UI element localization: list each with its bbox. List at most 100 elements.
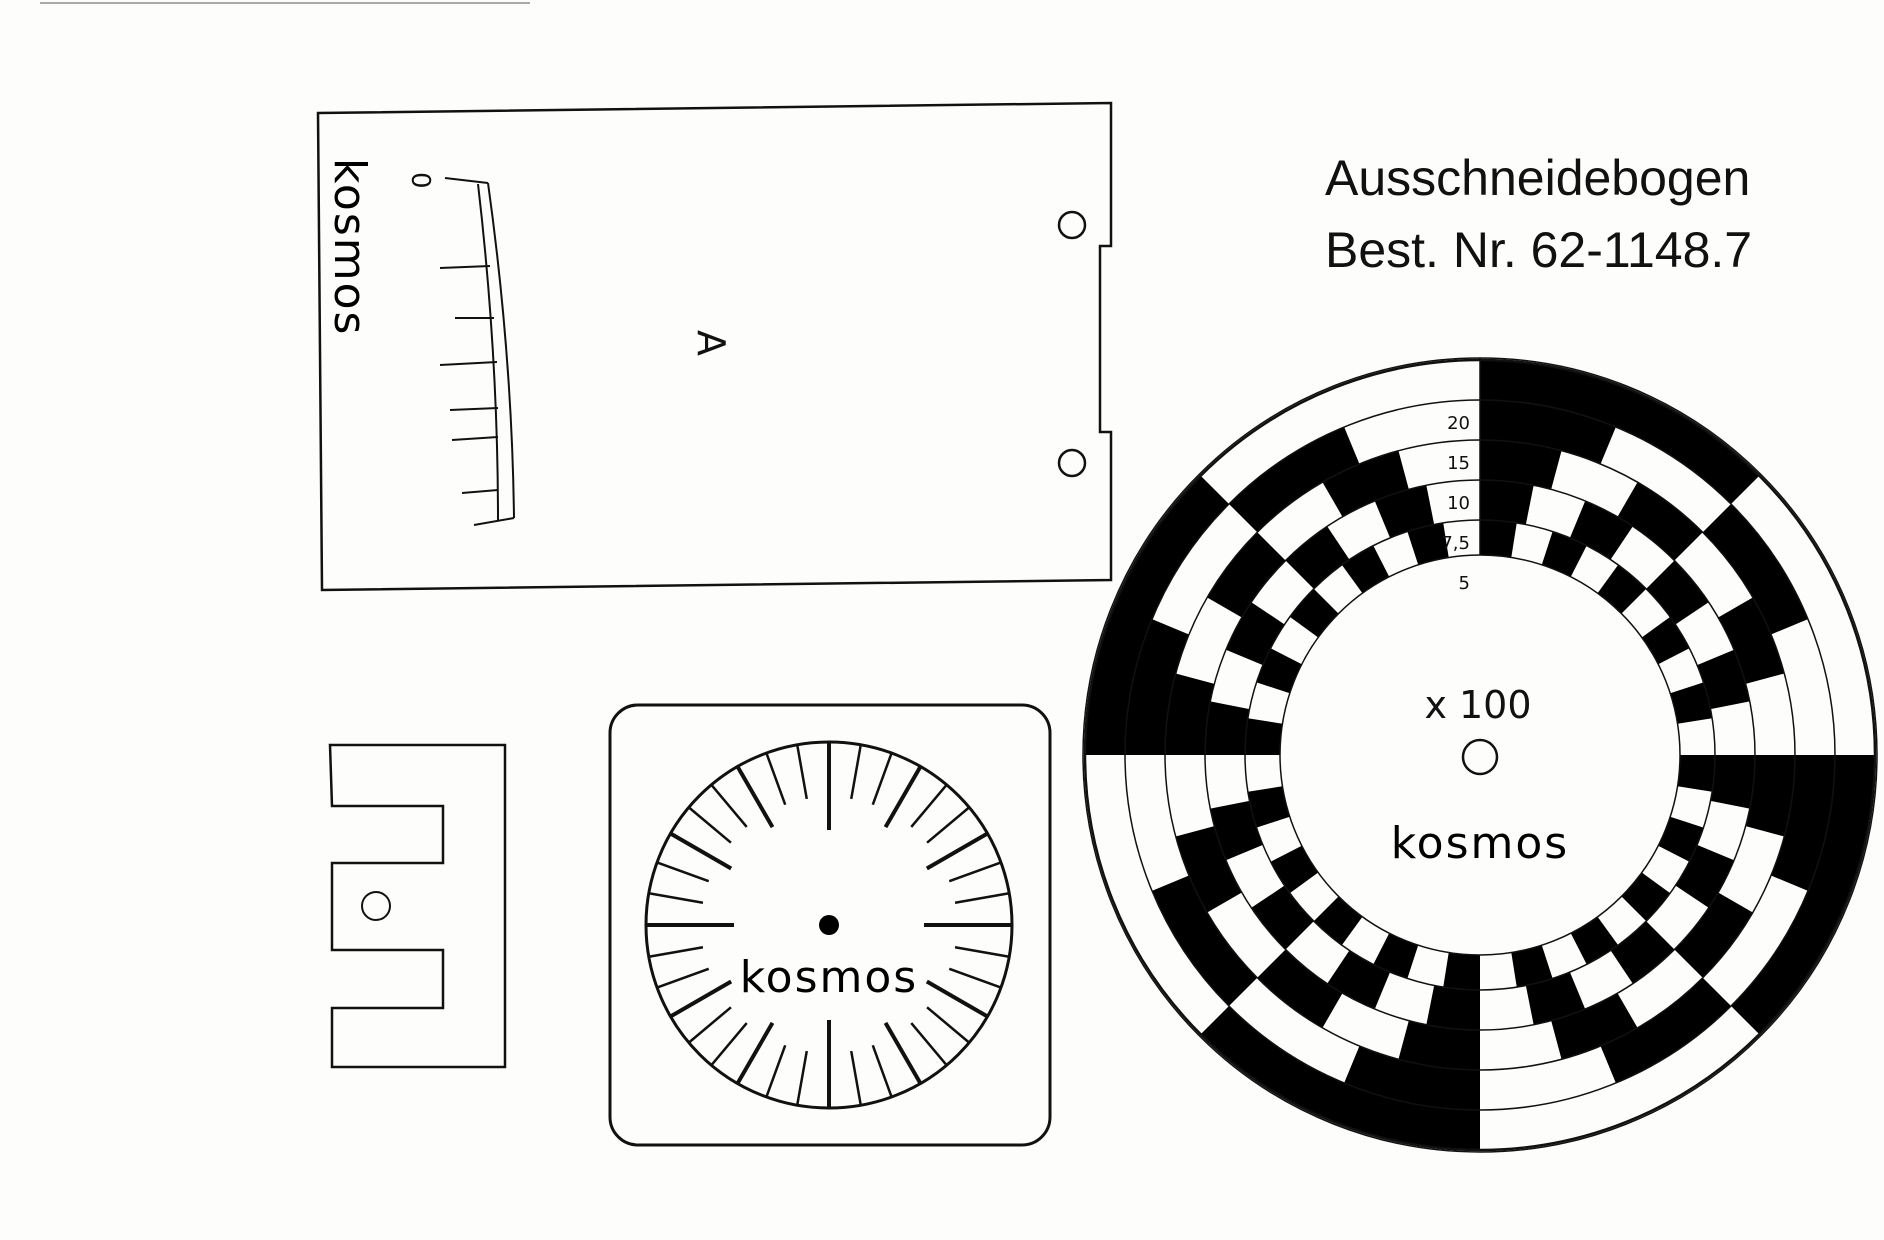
mount-hole-bottom xyxy=(1057,448,1087,478)
disc-rings xyxy=(1082,357,1878,1153)
ring-label-5: 5 xyxy=(1459,573,1470,594)
dial-tick xyxy=(883,765,923,829)
disc-band-2-segment xyxy=(1674,892,1753,978)
scale-arc-outer xyxy=(487,182,515,519)
dial-tick xyxy=(669,979,733,1019)
disc-band-3-segment xyxy=(1374,485,1435,538)
disc-band-2-segment xyxy=(1322,450,1409,517)
dial-tick xyxy=(871,752,893,806)
disc-band-1-segment xyxy=(1344,1046,1480,1110)
disc-ring xyxy=(1279,554,1681,956)
dial-tick xyxy=(765,752,787,806)
dial-tick xyxy=(710,1022,748,1066)
ammeter-unit-label: A xyxy=(689,330,733,356)
title-line-2: Best. Nr. 62-1148.7 xyxy=(1325,222,1752,278)
dial-tick xyxy=(648,891,704,905)
dial-tick xyxy=(669,831,733,871)
disc-band-2-segment xyxy=(1617,482,1703,561)
sheet-title: Ausschneidebogen Best. Nr. 62-1148.7 xyxy=(1325,150,1752,278)
disc-band-1-segment xyxy=(1771,755,1835,891)
disc-band-3-segment xyxy=(1646,560,1709,625)
dial-tick xyxy=(795,744,809,800)
dial-tick xyxy=(948,967,1002,989)
disc-band-3-segment xyxy=(1697,649,1750,710)
disc-band-4-segment xyxy=(1289,588,1339,638)
ammeter-zero-label: 0 xyxy=(405,172,435,189)
ring-label-10: 10 xyxy=(1447,493,1470,514)
disc-brand: kosmos xyxy=(1391,818,1569,869)
mount-hole-top xyxy=(1057,210,1087,240)
dial-tick xyxy=(656,967,710,989)
coded-disc: 20 15 10 7,5 5 x 100 kosmos xyxy=(1082,357,1878,1153)
disc-band-2-segment xyxy=(1718,597,1785,684)
disc-band-3-segment xyxy=(1205,701,1250,755)
disc-band-3-segment xyxy=(1710,755,1755,809)
scale-start-tick xyxy=(444,177,489,184)
disc-band-1-segment xyxy=(1702,503,1808,635)
ammeter-brand: kosmos xyxy=(324,158,375,336)
disc-band-2-segment xyxy=(1480,440,1562,490)
disc-band-4-segment xyxy=(1247,786,1290,828)
ring-label-15: 15 xyxy=(1447,453,1470,474)
disc-band-4-segment xyxy=(1480,520,1517,558)
scale-arc-inner xyxy=(477,183,499,521)
dial-tick xyxy=(735,765,775,829)
disc-band-4-segment xyxy=(1570,916,1619,965)
dial-tick xyxy=(656,861,710,883)
dial-tick xyxy=(795,1050,809,1106)
scale-end-tick xyxy=(473,517,515,526)
disc-band-4-segment xyxy=(1407,522,1449,565)
dial-center-dot xyxy=(819,915,839,935)
scale-ticks xyxy=(439,265,499,494)
dial-tick xyxy=(849,1050,863,1106)
dial-tick xyxy=(765,1044,787,1098)
ring-label-7-5: 7,5 xyxy=(1441,533,1470,554)
dial-tick xyxy=(954,945,1010,959)
disc-band-1-segment xyxy=(1152,875,1258,1007)
disc-band-1-segment xyxy=(1228,427,1360,533)
dial-tick xyxy=(926,1006,970,1044)
disc-band-2-segment xyxy=(1165,673,1215,755)
dial-tick xyxy=(883,1021,923,1085)
ammeter-scale-card: kosmos 0 A xyxy=(316,101,1113,592)
disc-band-4-segment xyxy=(1658,816,1704,862)
disc-band-4-segment xyxy=(1641,616,1690,665)
disc-band-3-segment xyxy=(1480,480,1534,525)
disc-band-4-segment xyxy=(1256,648,1302,694)
disc-band-1-segment xyxy=(1600,977,1732,1083)
e-part-hole xyxy=(361,891,391,921)
disc-center-hole xyxy=(1461,738,1499,776)
disc-band-2-segment xyxy=(1175,826,1242,913)
disc-band-4-segment xyxy=(1313,896,1363,946)
e-shaped-part xyxy=(328,743,507,1069)
disc-band-2-segment xyxy=(1551,993,1638,1060)
disc-band-3-segment xyxy=(1426,985,1480,1030)
disc-band-3-segment xyxy=(1610,921,1675,984)
disc-band-2-segment xyxy=(1745,755,1795,837)
ring-label-20: 20 xyxy=(1447,413,1470,434)
dial-card: kosmos xyxy=(608,703,1052,1147)
disc-band-4-segment xyxy=(1270,845,1319,894)
dial-tick xyxy=(954,891,1010,905)
disc-band-2-segment xyxy=(1398,1020,1480,1070)
disc-band-1-segment xyxy=(1480,400,1616,464)
disc-band-4-segment xyxy=(1621,872,1671,922)
e-part-outline xyxy=(328,743,507,1069)
disc-band-4-segment xyxy=(1341,545,1390,594)
disc-band-4-segment xyxy=(1244,718,1283,755)
dial-tick xyxy=(688,1006,732,1044)
dial-tick xyxy=(925,979,989,1019)
disc-band-4-segment xyxy=(1597,564,1647,614)
dial-tick xyxy=(910,1022,948,1066)
dial-tick xyxy=(710,784,748,828)
ammeter-card-outline xyxy=(316,101,1113,592)
disc-band-3-segment xyxy=(1285,526,1350,589)
disc-multiplier: x 100 xyxy=(1424,683,1531,727)
dial-tick xyxy=(849,744,863,800)
dial-tick xyxy=(926,806,970,844)
disc-band-4-segment xyxy=(1373,933,1419,979)
dial-ticks xyxy=(646,742,1012,1108)
dial-tick xyxy=(948,861,1002,883)
dial-tick xyxy=(735,1021,775,1085)
